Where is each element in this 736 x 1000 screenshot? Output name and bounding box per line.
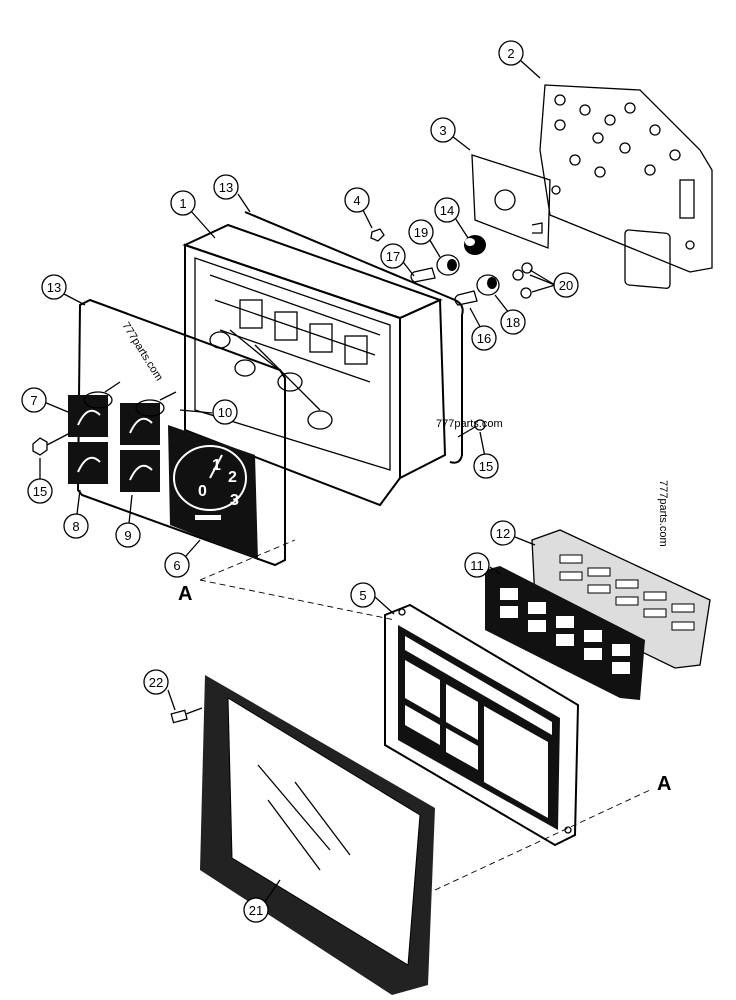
callout-15-left: 15 bbox=[27, 478, 53, 504]
svg-text:13: 13 bbox=[47, 280, 61, 295]
callout-4: 4 bbox=[344, 187, 370, 213]
callout-15-right: 15 bbox=[473, 453, 499, 479]
gauge-label-0: 0 bbox=[198, 483, 207, 500]
part-1-housing bbox=[182, 223, 447, 507]
section-mark-a-left: A bbox=[178, 583, 192, 605]
callout-22: 22 bbox=[143, 669, 169, 695]
part-11-indicator-strip bbox=[485, 566, 645, 700]
callout-10: 10 bbox=[212, 399, 238, 425]
callout-20: 20 bbox=[553, 272, 579, 298]
gauge-label-1: 1 bbox=[212, 457, 221, 474]
part-20-nut-c bbox=[520, 287, 532, 299]
part-8-gauge bbox=[68, 442, 108, 484]
callout-18: 18 bbox=[500, 309, 526, 335]
svg-text:19: 19 bbox=[414, 225, 428, 240]
callout-16: 16 bbox=[471, 325, 497, 351]
svg-text:18: 18 bbox=[506, 315, 520, 330]
section-mark-a-right: A bbox=[657, 773, 671, 795]
svg-text:8: 8 bbox=[72, 519, 79, 534]
callout-8: 8 bbox=[63, 513, 89, 539]
bulb-socket-parts bbox=[410, 235, 533, 306]
small-gauges bbox=[68, 381, 177, 492]
part-2-back-plate bbox=[539, 84, 713, 289]
part-21-front-lens bbox=[200, 675, 435, 995]
part-13-gasket-upper bbox=[244, 211, 464, 464]
callout-13-upper: 13 bbox=[213, 174, 239, 200]
svg-text:15: 15 bbox=[479, 459, 493, 474]
svg-text:10: 10 bbox=[218, 405, 232, 420]
part-6-speedometer-gauge: 0 1 2 3 bbox=[168, 425, 258, 560]
svg-text:16: 16 bbox=[477, 331, 491, 346]
alignment-line-a-left bbox=[199, 539, 296, 581]
part-19-socket bbox=[436, 254, 460, 276]
watermark-right: 777parts.com bbox=[657, 480, 669, 547]
part-20-nut-a bbox=[512, 269, 524, 281]
callout-17: 17 bbox=[380, 243, 406, 269]
part-9-gauge bbox=[120, 450, 160, 492]
svg-text:7: 7 bbox=[30, 393, 37, 408]
part-15-screw-right bbox=[457, 419, 486, 438]
part-15-screw-left bbox=[32, 432, 71, 456]
svg-text:2: 2 bbox=[507, 46, 514, 61]
watermark-center: 777parts.com bbox=[436, 418, 503, 430]
svg-text:5: 5 bbox=[359, 588, 366, 603]
callout-5: 5 bbox=[350, 582, 376, 608]
svg-text:17: 17 bbox=[386, 249, 400, 264]
watermark-diagonal: 777parts.com bbox=[119, 320, 164, 383]
part-7-gauge bbox=[68, 395, 108, 437]
callout-12: 12 bbox=[490, 520, 516, 546]
callout-19: 19 bbox=[408, 219, 434, 245]
part-4-clip bbox=[370, 228, 385, 242]
svg-text:11: 11 bbox=[470, 558, 484, 573]
callout-2: 2 bbox=[498, 40, 524, 66]
callout-13-left: 13 bbox=[41, 274, 67, 300]
callouts: 1 2 3 4 13 13 14 19 17 20 18 16 7 10 15 … bbox=[21, 40, 579, 923]
svg-text:4: 4 bbox=[353, 193, 360, 208]
part-17-bulb bbox=[410, 267, 436, 283]
svg-text:15: 15 bbox=[33, 484, 47, 499]
callout-11: 11 bbox=[464, 552, 490, 578]
svg-text:9: 9 bbox=[124, 528, 131, 543]
callout-3: 3 bbox=[430, 117, 456, 143]
callout-9: 9 bbox=[115, 522, 141, 548]
part-5-bezel-frame bbox=[384, 603, 580, 847]
callout-7: 7 bbox=[21, 387, 47, 413]
svg-text:14: 14 bbox=[440, 203, 454, 218]
part-18-socket bbox=[476, 274, 500, 296]
svg-text:12: 12 bbox=[496, 526, 510, 541]
callout-14: 14 bbox=[434, 197, 460, 223]
svg-text:1: 1 bbox=[179, 196, 186, 211]
callout-1: 1 bbox=[170, 190, 196, 216]
part-22-screw bbox=[170, 707, 203, 724]
svg-text:3: 3 bbox=[439, 123, 446, 138]
svg-text:21: 21 bbox=[249, 903, 263, 918]
alignment-line-a-left-2 bbox=[199, 579, 396, 621]
callout-6: 6 bbox=[164, 552, 190, 578]
svg-text:13: 13 bbox=[219, 180, 233, 195]
part-16-bulb bbox=[454, 290, 478, 306]
svg-text:20: 20 bbox=[559, 278, 573, 293]
gauge-label-3: 3 bbox=[230, 492, 239, 509]
gauge-label-2: 2 bbox=[228, 469, 237, 486]
svg-text:6: 6 bbox=[173, 558, 180, 573]
part-10-gauge bbox=[120, 403, 160, 445]
part-3-plate bbox=[471, 154, 551, 249]
svg-text:22: 22 bbox=[149, 675, 163, 690]
part-20-nut-b bbox=[521, 262, 533, 274]
callout-21: 21 bbox=[243, 897, 269, 923]
